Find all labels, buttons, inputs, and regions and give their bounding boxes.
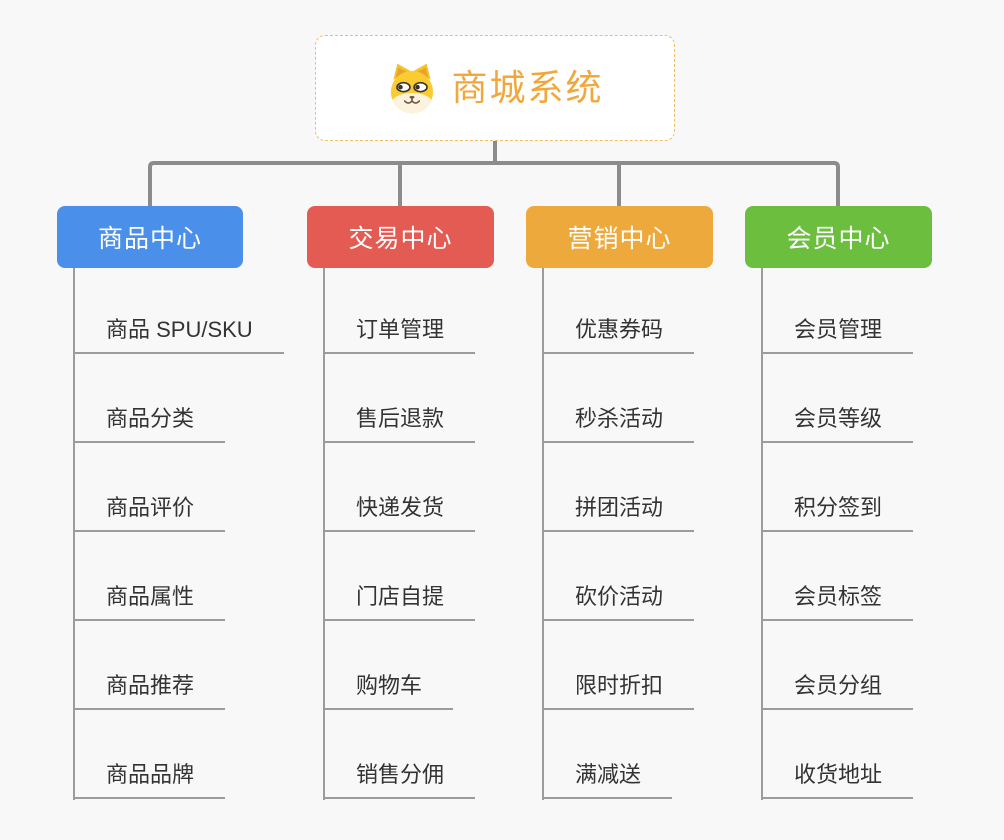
branch-node-member-center[interactable]: 会员中心: [745, 206, 932, 268]
branch-node-trade-center[interactable]: 交易中心: [307, 206, 494, 268]
leaf-node[interactable]: 砍价活动: [542, 585, 695, 621]
leaf-node[interactable]: 门店自提: [323, 585, 476, 621]
leaf-node[interactable]: 订单管理: [323, 318, 476, 354]
leaf-node[interactable]: 秒杀活动: [542, 407, 695, 443]
dog-face-icon: [391, 63, 434, 114]
leaf-node[interactable]: 快递发货: [323, 496, 476, 532]
tree-connectors: [148, 141, 840, 206]
leaf-node[interactable]: 满减送: [542, 763, 673, 799]
branch-column-trade: 订单管理 售后退款 快递发货 门店自提 购物车 销售分佣: [323, 268, 563, 803]
root-node[interactable]: 商城系统: [315, 35, 675, 141]
leaf-node[interactable]: 商品属性: [73, 585, 226, 621]
root-title: 商城系统: [451, 67, 604, 108]
branch-column-member: 会员管理 会员等级 积分签到 会员标签 会员分组 收货地址: [761, 268, 1001, 803]
leaf-node[interactable]: 会员管理: [761, 318, 914, 354]
branch-column-marketing: 优惠券码 秒杀活动 拼团活动 砍价活动 限时折扣 满减送: [542, 268, 782, 803]
leaf-node[interactable]: 购物车: [323, 674, 454, 710]
branch-node-marketing-center[interactable]: 营销中心: [526, 206, 713, 268]
leaf-node[interactable]: 商品评价: [73, 496, 226, 532]
leaf-node[interactable]: 售后退款: [323, 407, 476, 443]
leaf-node[interactable]: 收货地址: [761, 763, 914, 799]
leaf-node[interactable]: 优惠券码: [542, 318, 695, 354]
leaf-node[interactable]: 会员标签: [761, 585, 914, 621]
leaf-node[interactable]: 会员分组: [761, 674, 914, 710]
leaf-node[interactable]: 商品推荐: [73, 674, 226, 710]
leaf-node[interactable]: 商品 SPU/SKU: [73, 318, 284, 354]
leaf-node[interactable]: 限时折扣: [542, 674, 695, 710]
leaf-node[interactable]: 积分签到: [761, 496, 914, 532]
leaf-node[interactable]: 商品分类: [73, 407, 226, 443]
branch-node-product-center[interactable]: 商品中心: [57, 206, 243, 268]
leaf-node[interactable]: 商品品牌: [73, 763, 226, 799]
leaf-node[interactable]: 拼团活动: [542, 496, 695, 532]
branch-column-product: 商品 SPU/SKU 商品分类 商品评价 商品属性 商品推荐 商品品牌: [73, 268, 313, 803]
leaf-node[interactable]: 销售分佣: [323, 763, 476, 799]
leaf-node[interactable]: 会员等级: [761, 407, 914, 443]
